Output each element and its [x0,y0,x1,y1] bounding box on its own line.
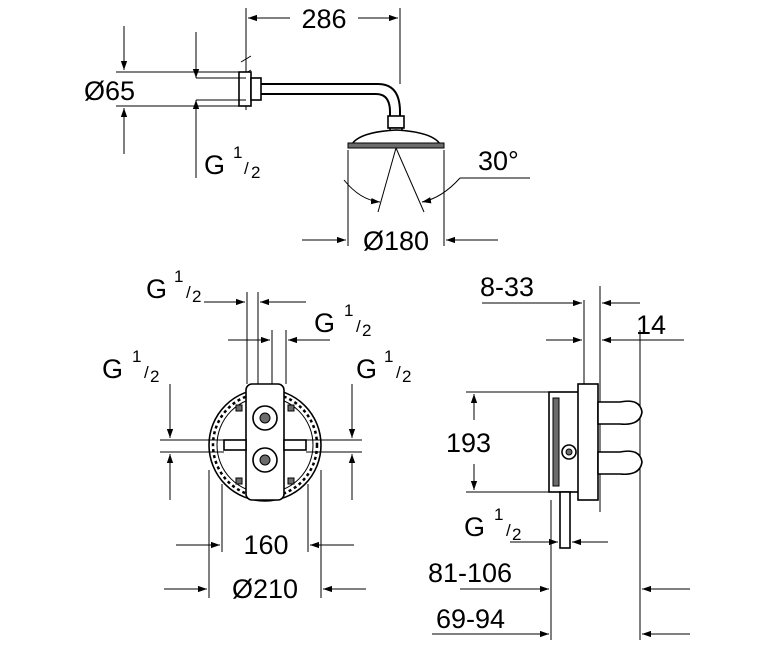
shower-arm-view: 286 Ø65 G 1 / 2 30° Ø180 [84,4,530,256]
thread-top-left-label: G [146,274,167,304]
svg-text:/: / [356,317,361,336]
svg-text:2: 2 [251,163,260,182]
svg-text:1: 1 [494,505,503,524]
range-a-label: 81-106 [428,558,512,588]
depth-range-label: 8-33 [480,272,534,302]
tilt-angle-label: 30° [478,146,519,176]
wall-flange [238,71,252,107]
range-b-label: 69-94 [436,604,505,634]
svg-text:2: 2 [512,525,521,544]
arm-length-label: 286 [301,4,346,34]
svg-text:1: 1 [174,267,183,286]
thread-top-right-label: G [314,308,335,338]
thread-left-label: G [102,354,123,384]
shower-arm [261,83,401,118]
bottom-thread-label: G [464,512,485,542]
mixer-front-view: G 1 / 2 G 1 / 2 G 1 / 2 G 1 / 2 [102,267,411,604]
inner-width-label: 160 [243,530,288,560]
svg-text:2: 2 [362,321,371,340]
svg-text:1: 1 [233,143,242,162]
mixer-body [245,383,285,501]
head-diameter-label: Ø180 [363,226,429,256]
flange-diameter-label: Ø65 [84,76,135,106]
svg-text:1: 1 [384,347,393,366]
svg-text:2: 2 [192,287,201,306]
svg-text:/: / [396,363,401,382]
svg-text:/: / [244,159,249,178]
thread-right-label: G [356,354,377,384]
svg-text:1: 1 [344,301,353,320]
svg-text:1: 1 [132,347,141,366]
svg-text:/: / [506,521,511,540]
svg-text:/: / [144,363,149,382]
side-handle-top [597,400,643,426]
svg-text:2: 2 [150,367,159,386]
svg-text:2: 2 [402,367,411,386]
wall-offset-label: 14 [636,310,666,340]
height-label: 193 [446,428,491,458]
arm-thread-label: G [204,150,225,180]
side-handle-bottom [597,450,643,476]
plate-diameter-label: Ø210 [232,574,298,604]
mixer-side-view: 8-33 14 193 G 1 / 2 81-106 69-94 [428,272,690,640]
svg-text:/: / [186,283,191,302]
arm-connector [387,115,405,129]
shower-head [350,129,442,145]
